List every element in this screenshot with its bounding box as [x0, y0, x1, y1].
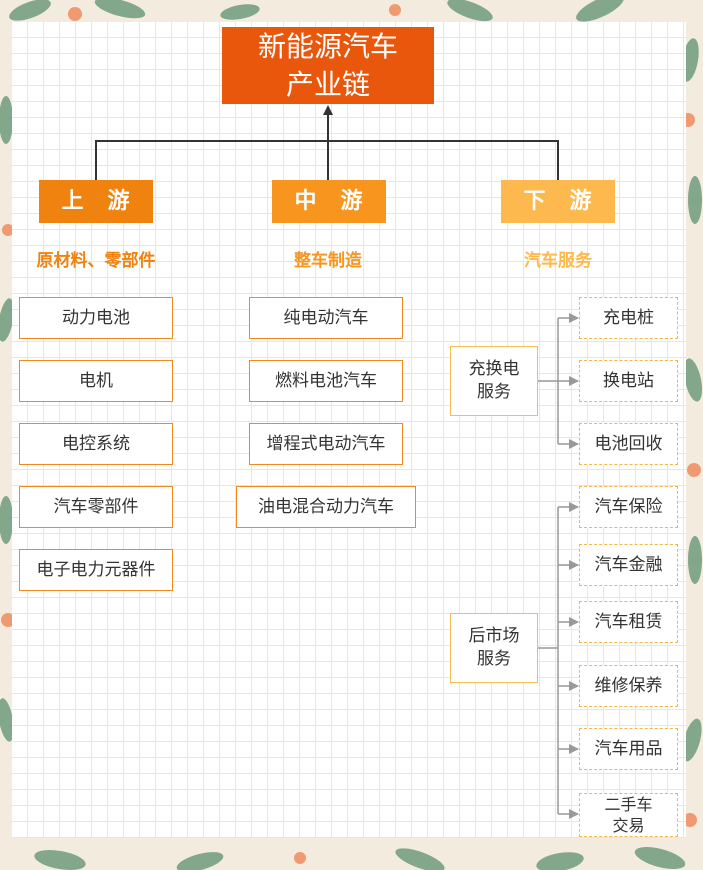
- downstream-item: 换电站: [579, 360, 678, 402]
- downstream-item: 电池回收: [579, 423, 678, 465]
- upstream-item: 电控系统: [19, 423, 173, 465]
- flower-decoration: [1, 4, 701, 864]
- midstream-item: 油电混合动力汽车: [236, 486, 416, 528]
- downstream-group-charging: 充换电 服务: [450, 346, 538, 416]
- diagram-title: 新能源汽车 产业链: [222, 27, 434, 104]
- stage-downstream: 下 游: [501, 180, 615, 223]
- downstream-group-aftermarket: 后市场 服务: [450, 613, 538, 683]
- upstream-category: 原材料、零部件: [36, 250, 156, 271]
- downstream-item: 汽车保险: [579, 486, 678, 528]
- downstream-item: 汽车金融: [579, 544, 678, 586]
- stage-midstream-label: 中 游: [294, 189, 364, 214]
- upstream-item: 汽车零部件: [19, 486, 173, 528]
- upstream-item: 电机: [19, 360, 173, 402]
- stage-midstream: 中 游: [272, 180, 386, 223]
- upstream-item: 电子电力元器件: [19, 549, 173, 591]
- downstream-item: 汽车租赁: [579, 601, 678, 643]
- downstream-item: 充电桩: [579, 297, 678, 339]
- stage-upstream-label: 上 游: [61, 189, 131, 214]
- upstream-item: 动力电池: [19, 297, 173, 339]
- downstream-item: 汽车用品: [579, 728, 678, 770]
- midstream-item: 纯电动汽车: [249, 297, 403, 339]
- downstream-category: 汽车服务: [524, 250, 592, 271]
- midstream-item: 增程式电动汽车: [249, 423, 403, 465]
- midstream-item: 燃料电池汽车: [249, 360, 403, 402]
- stage-downstream-label: 下 游: [523, 189, 593, 214]
- stage-upstream: 上 游: [39, 180, 153, 223]
- downstream-item: 维修保养: [579, 665, 678, 707]
- midstream-category: 整车制造: [294, 250, 362, 271]
- downstream-item: 二手车 交易: [579, 793, 678, 837]
